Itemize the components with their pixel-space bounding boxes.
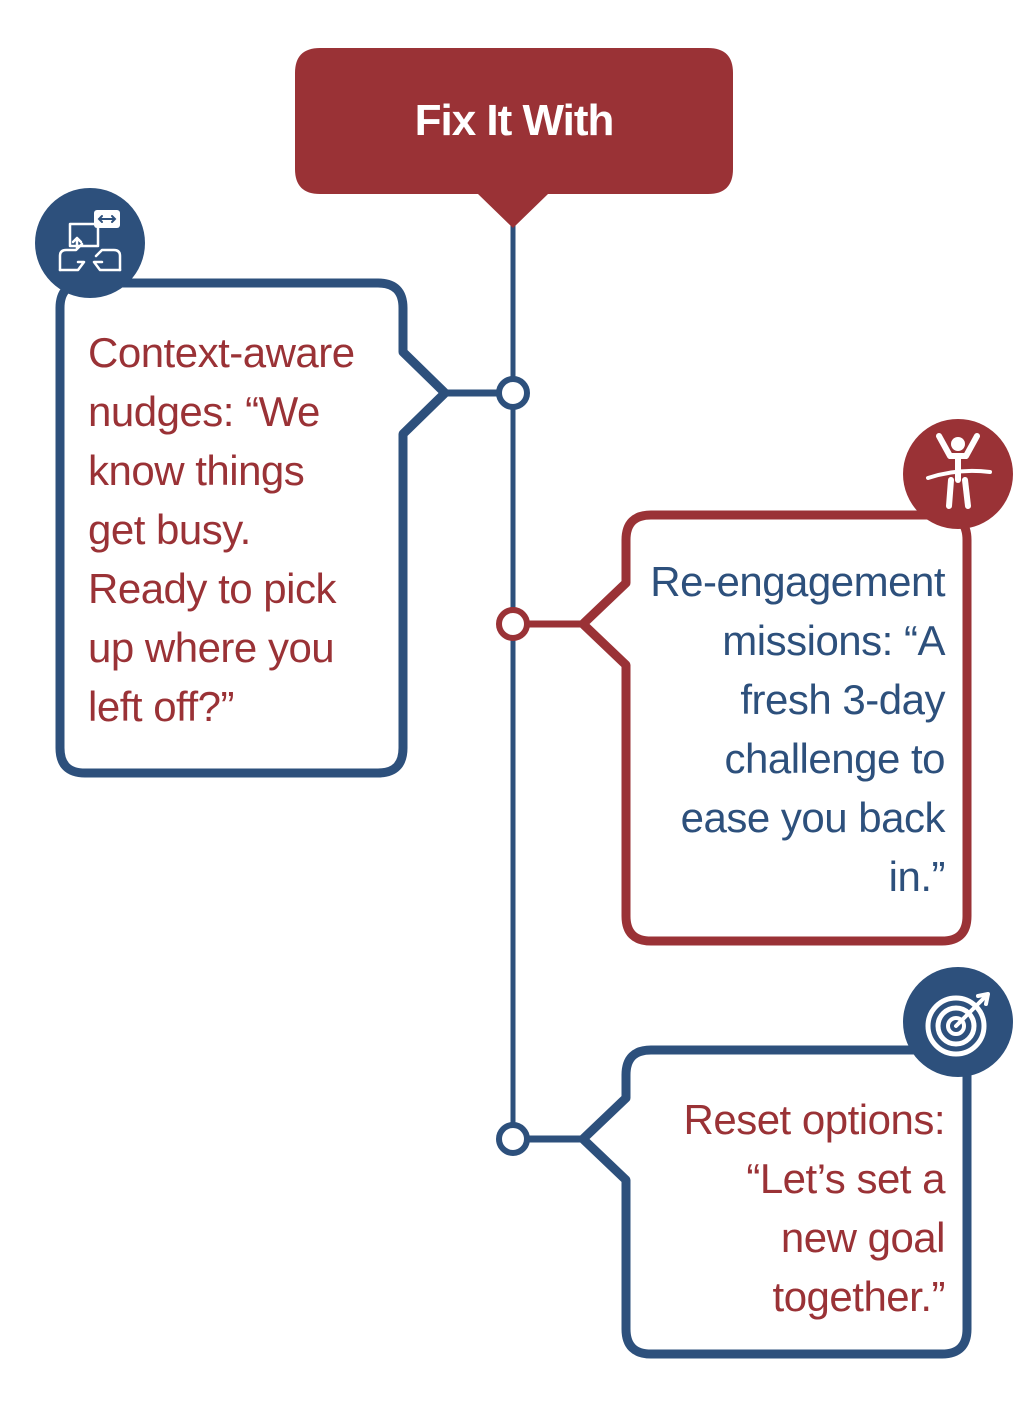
target-icon [903, 967, 1013, 1077]
timeline-node-1 [496, 376, 530, 410]
card-2-line: Re-engagement [650, 558, 945, 605]
card-1-line: up where you [88, 624, 335, 671]
finish-line-runner-icon [903, 419, 1013, 529]
timeline-node-2 [496, 607, 530, 641]
card-1-line: left off?” [88, 683, 234, 730]
card-2-line: fresh 3-day [740, 676, 945, 723]
card-2-line: challenge to [724, 735, 945, 782]
card-1-line: nudges: “We [88, 388, 320, 435]
header-box [295, 48, 733, 228]
header-title: Fix It With [414, 96, 615, 145]
card-3-line: together.” [772, 1273, 946, 1320]
card-3-line: Reset options: [683, 1096, 946, 1143]
hands-exchange-icon [35, 188, 145, 298]
card-1-line: Ready to pick [88, 565, 336, 612]
card-3-line: new goal [780, 1214, 946, 1261]
card-3-line: “Let’s set a [746, 1155, 945, 1202]
card-1-text: Context-aware nudges: “We know things ge… [88, 323, 388, 736]
card-2-line: ease you back [680, 794, 946, 841]
timeline-node-3 [496, 1122, 530, 1156]
card-2-line: in.” [888, 853, 946, 900]
card-1-line: know things [88, 447, 305, 494]
card-2-text: Re-engagement missions: “A fresh 3-day c… [640, 552, 945, 906]
card-3-text: Reset options: “Let’s set a new goal tog… [640, 1090, 946, 1326]
card-2-line: missions: “A [722, 617, 945, 664]
card-1-line: get busy. [88, 506, 251, 553]
card-1-line: Context-aware [88, 329, 355, 376]
card-1-box [55, 278, 450, 778]
